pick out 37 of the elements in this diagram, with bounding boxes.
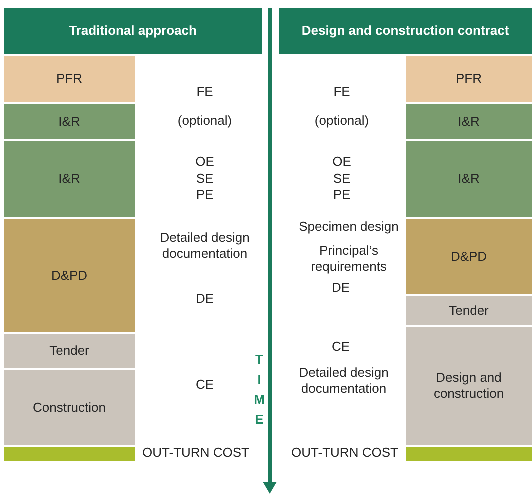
axis-label: TIME bbox=[252, 352, 266, 432]
abbreviation-label: SE bbox=[196, 171, 214, 187]
stage-box: I&R bbox=[406, 104, 532, 139]
abbreviation-label: SE bbox=[333, 171, 351, 187]
stage-box: Tender bbox=[4, 334, 135, 368]
abbreviation-label: CE bbox=[332, 339, 350, 355]
stage-box: PFR bbox=[406, 56, 532, 102]
column-header: Design and construction contract bbox=[279, 8, 532, 54]
cost-label: OUT-TURN COST bbox=[142, 445, 250, 461]
document-label: Detailed design documentation bbox=[159, 230, 251, 262]
abbreviation-label: CE bbox=[196, 377, 214, 393]
abbreviation-label: DE bbox=[332, 280, 350, 296]
column-header: Traditional approach bbox=[4, 8, 262, 54]
cost-bar bbox=[406, 447, 532, 461]
abbreviation-label: FE bbox=[334, 84, 350, 100]
stage-box: Construction bbox=[4, 370, 135, 445]
abbreviation-label: OE bbox=[332, 154, 352, 170]
stage-box: D&PD bbox=[406, 219, 532, 294]
cost-bar bbox=[4, 447, 135, 461]
stage-box: PFR bbox=[4, 56, 135, 102]
stage-box: I&R bbox=[406, 141, 532, 217]
document-label: Detailed design documentation bbox=[298, 365, 390, 397]
stage-box: I&R bbox=[4, 104, 135, 139]
note-label: (optional) bbox=[314, 113, 370, 129]
stage-box: Tender bbox=[406, 296, 532, 325]
document-label: Principal’s requirements bbox=[310, 243, 388, 275]
stage-box: Design and construction bbox=[406, 327, 532, 445]
abbreviation-label: PE bbox=[333, 187, 351, 203]
cost-label: OUT-TURN COST bbox=[292, 445, 398, 461]
stage-box: I&R bbox=[4, 141, 135, 217]
stage-box: D&PD bbox=[4, 219, 135, 332]
document-label: Specimen design bbox=[299, 219, 399, 235]
note-label: (optional) bbox=[178, 113, 232, 129]
abbreviation-label: OE bbox=[196, 154, 214, 170]
abbreviation-label: FE bbox=[196, 84, 214, 100]
abbreviation-label: PE bbox=[196, 187, 214, 203]
abbreviation-label: DE bbox=[196, 291, 214, 307]
